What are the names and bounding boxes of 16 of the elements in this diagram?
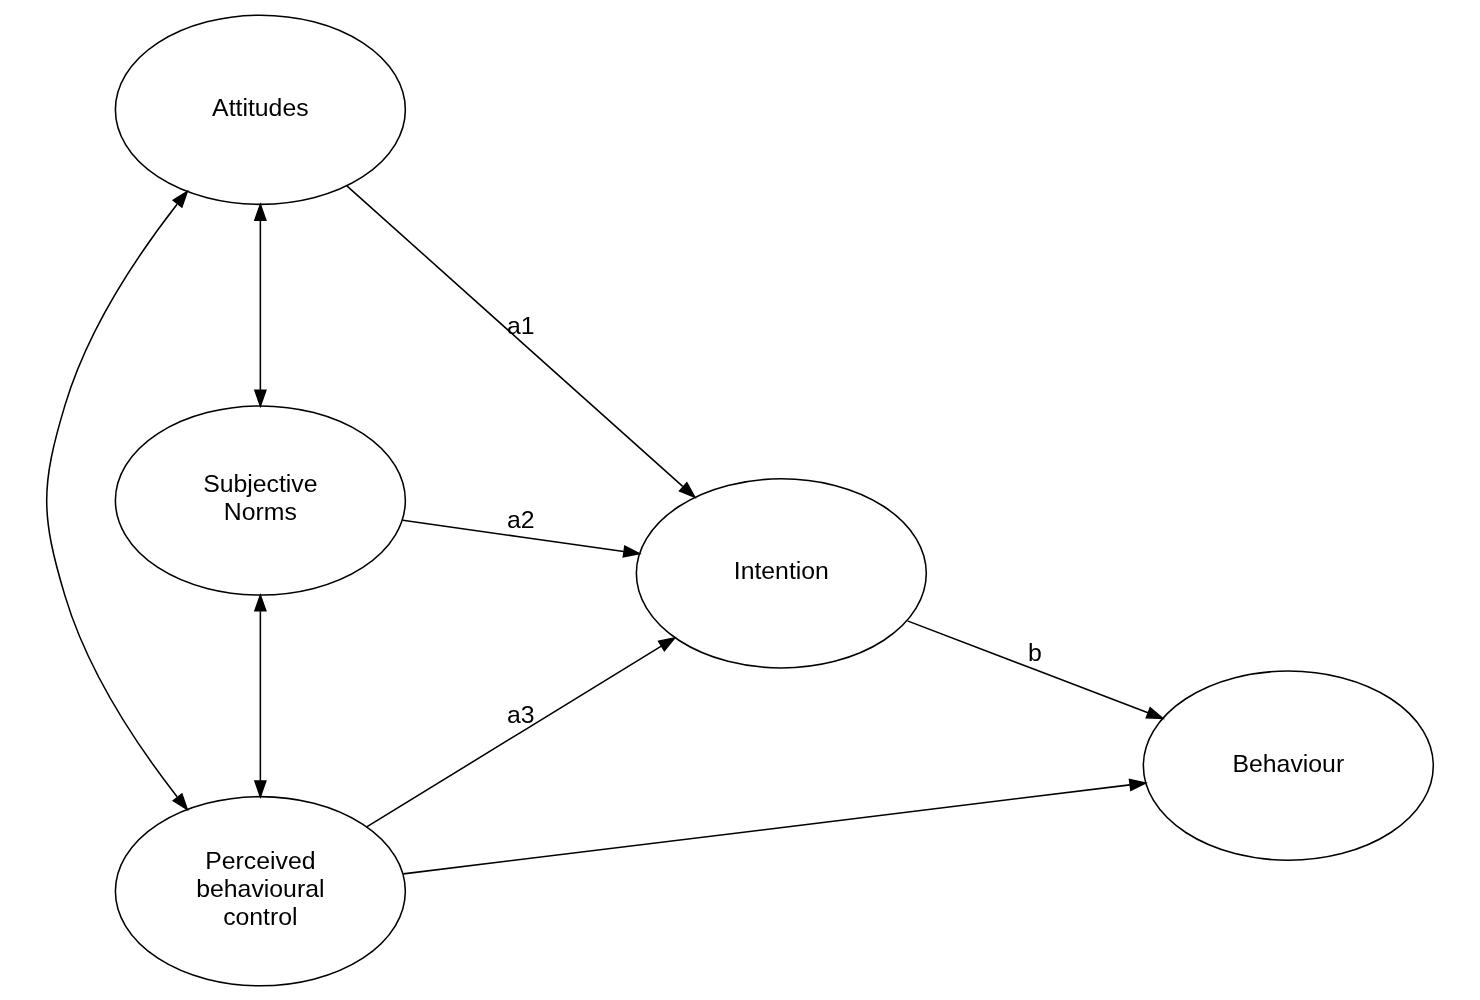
arrow bbox=[906, 619, 1165, 719]
arrow bbox=[346, 184, 697, 499]
arrow bbox=[253, 201, 267, 408]
edge-label: b bbox=[1027, 638, 1042, 666]
arrow bbox=[402, 777, 1148, 875]
node-ellipse: Intention bbox=[635, 477, 928, 669]
node-ellipse: Subjective Norms bbox=[114, 404, 407, 596]
arrow bbox=[253, 592, 267, 799]
node-ellipse: Attitudes bbox=[114, 13, 407, 205]
edge-label: a3 bbox=[507, 700, 535, 728]
edge-label: a2 bbox=[507, 505, 535, 533]
node-ellipse: Perceived behavioural control bbox=[114, 795, 407, 987]
arrow bbox=[365, 636, 677, 828]
edge-label: a1 bbox=[507, 311, 535, 339]
arrow bbox=[401, 519, 642, 558]
arrow bbox=[45, 189, 189, 811]
